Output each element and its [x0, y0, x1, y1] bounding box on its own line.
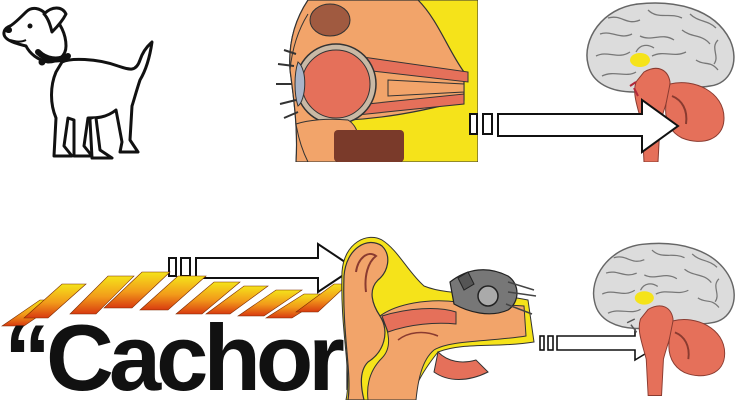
- dog-illustration: [0, 0, 160, 160]
- spoken-word-text: “Cachorro!”: [4, 305, 350, 400]
- ear-anatomy-illustration: [338, 232, 538, 400]
- brain-illustration-bottom: [585, 236, 740, 400]
- spoken-word-graphic: “Cachorro!”: [0, 268, 350, 400]
- eye-anatomy-illustration: [268, 0, 478, 162]
- arrow-eye-to-brain: [466, 96, 682, 158]
